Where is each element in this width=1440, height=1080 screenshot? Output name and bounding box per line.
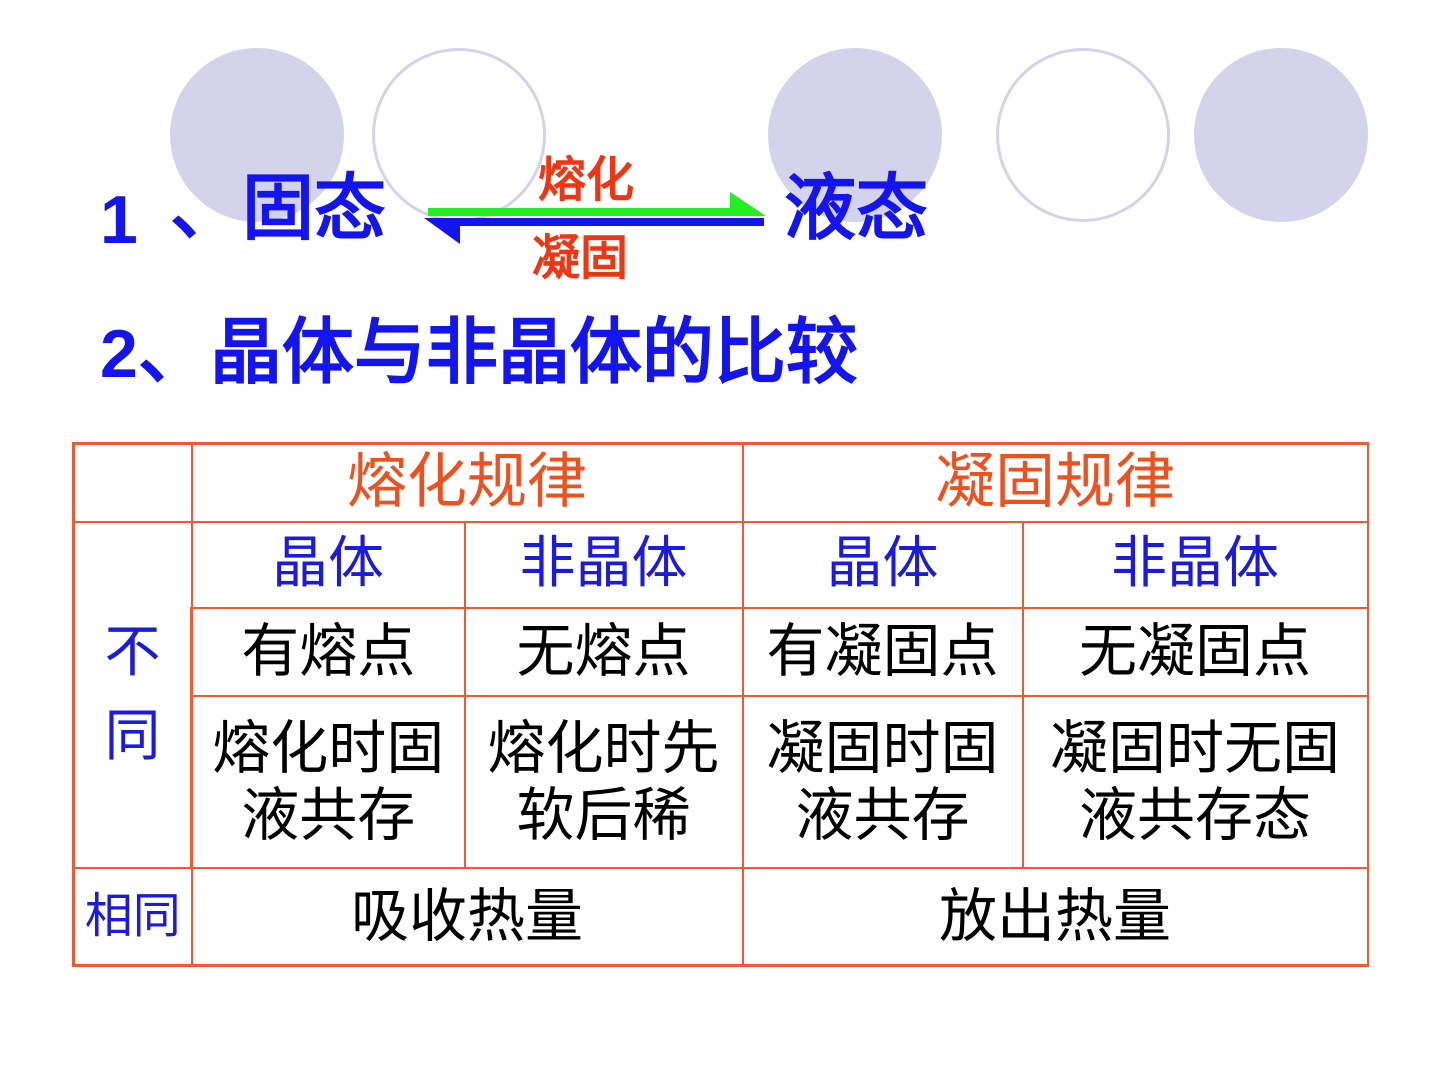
liquid-state-label: 液态 — [784, 166, 929, 250]
forward-arrow-shaft — [428, 208, 746, 216]
solidifying-arrow-label: 凝固 — [532, 230, 629, 286]
table-cell: 熔化时先软后稀 — [463, 694, 744, 869]
table-row: 熔化时固液共存 熔化时先软后稀 凝固时固液共存 凝固时无固液共存态 — [74, 694, 1369, 869]
table-cell: 无熔点 — [463, 606, 744, 697]
reversible-arrow-icon — [424, 192, 766, 244]
table-cell: 有熔点 — [190, 606, 466, 697]
table-row: 相同 吸收热量 放出热量 — [72, 866, 1369, 967]
same-label: 相同 — [72, 866, 193, 967]
decorative-circle — [1194, 48, 1368, 222]
decorative-circle — [372, 48, 546, 222]
amorphous-solidifying-header: 非晶体 — [1021, 520, 1369, 609]
table-cell: 凝固时固液共存 — [741, 694, 1024, 869]
crystal-solidifying-header: 晶体 — [741, 520, 1024, 609]
differences-label-line1: 不 — [104, 619, 161, 685]
cell-line: 液共存 — [795, 780, 970, 849]
cell-line: 液共存 — [241, 780, 416, 849]
table-cell: 熔化时固液共存 — [190, 694, 466, 869]
table-cell: 吸收热量 — [190, 866, 744, 967]
line2-text: 、晶体与非晶体的比较 — [137, 310, 858, 394]
backward-arrow-head — [424, 218, 460, 244]
crystal-melting-header: 晶体 — [190, 520, 466, 609]
solid-state-label: 、固态 — [170, 166, 387, 250]
melting-header: 熔化规律 — [190, 442, 744, 523]
table-cell: 有凝固点 — [741, 606, 1024, 697]
comparison-heading: 2、晶体与非晶体的比较 — [100, 316, 858, 388]
line1-number: 1 — [100, 182, 138, 258]
decorative-circle — [170, 48, 344, 222]
cell-line: 凝固时无固 — [1049, 713, 1340, 782]
table-row: 熔化规律 凝固规律 — [72, 442, 1369, 523]
cell-line: 凝固时固 — [766, 713, 999, 782]
comparison-table: 熔化规律 凝固规律 不同 晶体 非晶体 晶体 非晶体 有熔点 无熔点 有凝固点 … — [72, 442, 1369, 967]
cell-line: 熔化时固 — [212, 713, 445, 782]
table-cell: 凝固时无固液共存态 — [1021, 694, 1369, 869]
decorative-circle — [768, 48, 942, 222]
differences-label-line2: 同 — [104, 703, 161, 769]
amorphous-melting-header: 非晶体 — [463, 520, 744, 609]
table-row: 不同 晶体 非晶体 晶体 非晶体 — [72, 520, 1369, 869]
forward-arrow-head — [730, 192, 766, 216]
table-row: 有熔点 无熔点 有凝固点 无凝固点 — [74, 606, 1369, 697]
decorative-circle — [996, 48, 1170, 222]
cell-line: 液共存态 — [1078, 780, 1311, 849]
cell-line: 熔化时先 — [487, 713, 720, 782]
line2-number: 2 — [100, 316, 138, 392]
solidifying-header: 凝固规律 — [741, 442, 1369, 523]
table-cell: 放出热量 — [741, 866, 1369, 967]
cell-line: 软后稀 — [516, 780, 691, 849]
table-cell: 无凝固点 — [1021, 606, 1369, 697]
backward-arrow-shaft — [446, 218, 764, 226]
empty-corner-cell — [72, 442, 193, 523]
differences-label: 不同 — [72, 520, 193, 869]
melting-arrow-label: 熔化 — [538, 152, 635, 208]
